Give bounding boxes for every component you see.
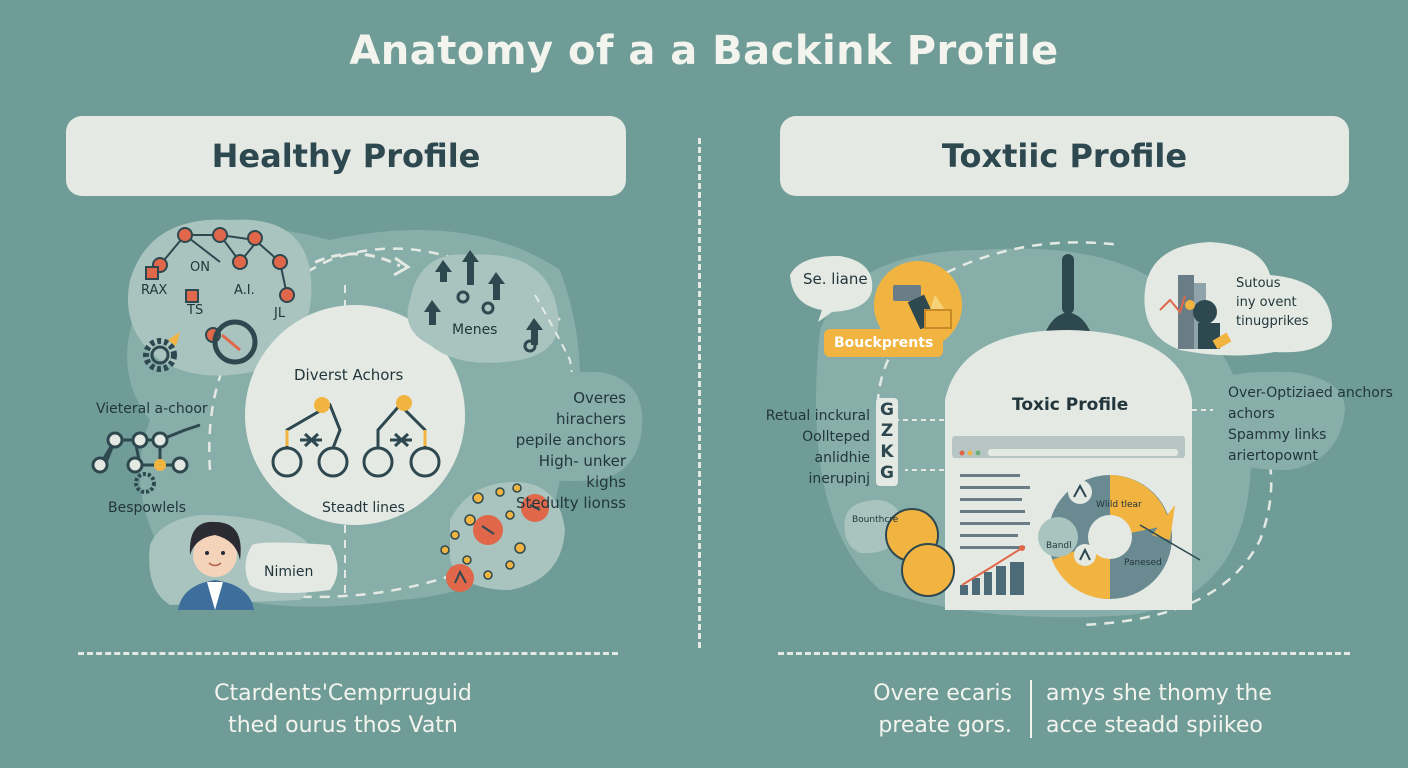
gzkg-letter-1: G (880, 400, 894, 420)
spark-icon (168, 332, 180, 346)
gear-icon (143, 338, 177, 372)
spike-arrow (1152, 505, 1175, 540)
small-gear-icon (134, 472, 156, 494)
node-label-ai: A.I. (234, 283, 255, 298)
pie-badge-label: Bandl (1046, 541, 1072, 551)
gzkg-letter-2: Z (880, 421, 894, 441)
toxic-caption-right: amys she thomy the acce steadd spiikeo (1046, 678, 1286, 742)
toxic-left-line-2: Oollteped (802, 429, 870, 445)
person-speech-bubble (245, 542, 338, 594)
side-left-label: Vieteral a-choor (96, 401, 208, 417)
node-label-ts: TS (187, 303, 204, 318)
toxic-left-line-3: anlidhie (814, 450, 871, 466)
left-bottom-divider (78, 652, 618, 655)
toxic-left-text: Retual inckural Oollteped anlidhie ineru… (754, 406, 870, 490)
speech-bubble (790, 255, 873, 322)
healthy-right-line-1: Overes hirachers (556, 389, 626, 428)
toxic-caption-right-line-1: amys she thomy the (1046, 681, 1272, 706)
toxic-caption-right-line-2: acce steadd spiikeo (1046, 713, 1263, 738)
right-text-bubble (486, 371, 643, 481)
healthy-right-line-4: Stedulty lionss (515, 494, 626, 512)
orbit-arrow-path (299, 252, 401, 272)
gzkg-letter-3: K (880, 442, 894, 462)
spike-bubble-text: Sutous iny ovent tinugprikes (1236, 274, 1308, 331)
pie-label-wild: Wlild tlear (1096, 500, 1142, 510)
healthy-caption-line-2: thed ourus thos Vatn (228, 713, 458, 738)
browser-text-lines (960, 474, 1030, 549)
healthy-profile-title: Healthy Profile (211, 137, 481, 175)
person-label: Nimien (264, 564, 314, 580)
healthy-right-text: Overes hirachers pepile anchors High- un… (506, 388, 626, 514)
bell-handle (1062, 254, 1074, 314)
node-label-on: ON (190, 260, 210, 275)
healthy-caption: Ctardents'Cemprruguid thed ourus thos Va… (108, 678, 578, 742)
orbit-arrow-head (393, 256, 411, 277)
left-network-nodes (91, 431, 189, 474)
page-title: Anatomy of a a Backink Profile (349, 28, 1059, 74)
toxic-right-line-1: Over-Optiziaed anchors (1228, 385, 1393, 401)
toxic-left-line-4: inerupinj (808, 471, 870, 487)
spike-line-3: tinugprikes (1236, 314, 1309, 329)
cluster-node-3 (446, 564, 474, 592)
center-divider (698, 138, 701, 648)
ring-slash (221, 333, 241, 352)
side-left-bottom-label: Bespowlels (108, 500, 187, 516)
person-hair (189, 521, 241, 560)
person-face (193, 533, 237, 577)
cluster-dots (440, 483, 526, 580)
toxic-left-line-1: Retual inckural (765, 408, 870, 424)
pie-badge (1038, 517, 1078, 557)
gzkg-letter-4: G (880, 463, 894, 483)
backlink-tag: Bouckprents (824, 329, 944, 357)
toxic-profile-header: Toxtiic Profile (780, 116, 1349, 196)
toxic-right-line-3: Spammy links (1228, 427, 1327, 443)
healthy-profile-header: Healthy Profile (66, 116, 626, 196)
node-label-jl: JL (274, 306, 286, 321)
healthy-caption-line-1: Ctardents'Cemprruguid (214, 681, 472, 706)
toxic-right-bubble (1213, 371, 1345, 470)
gzkg-box (876, 398, 898, 486)
toxic-caption-left-line-2: preate gors. (878, 713, 1012, 738)
right-bottom-divider (778, 652, 1350, 655)
healthy-right-line-3: High- unker kighs (538, 452, 626, 491)
toxic-right-text: Over-Optiziaed anchors achors Spammy lin… (1228, 383, 1393, 467)
toxic-center-label: Toxic Profile (1012, 395, 1129, 415)
anchor-dot-right (396, 395, 412, 411)
orange-coin-2 (901, 543, 955, 597)
node-label-rax: RAX (141, 283, 168, 298)
center-label: Diverst Achors (294, 366, 404, 384)
metrics-arrows (424, 250, 543, 345)
spike-line-2: iny ovent (1236, 295, 1297, 310)
pie-label-panesed: Panesed (1124, 558, 1162, 568)
toxic-caption-left-line-1: Overe ecaris (873, 681, 1012, 706)
mini-bar-chart (960, 562, 1024, 595)
toxic-caption-left: Overe ecaris preate gors. (836, 678, 1012, 742)
ring-icon (212, 319, 258, 365)
healthy-right-line-2: pepile anchors (515, 431, 626, 449)
speech-bubble-label: Se. liane (803, 270, 868, 288)
toxic-right-line-4: ariertopownt (1228, 448, 1318, 464)
building-icon (1178, 275, 1194, 349)
toxic-right-line-2: achors (1228, 406, 1275, 422)
small-bubble-label: Bounthcre (852, 515, 899, 525)
spike-line-1: Sutous (1236, 276, 1281, 291)
anchor-dot-left (314, 397, 330, 413)
metrics-label: Menes (452, 322, 498, 338)
center-sub-label: Steadt lines (322, 500, 405, 516)
gzkg-letters: G Z K G (879, 400, 895, 484)
caption-separator (1030, 680, 1032, 738)
toxic-profile-title: Toxtiic Profile (941, 137, 1188, 175)
